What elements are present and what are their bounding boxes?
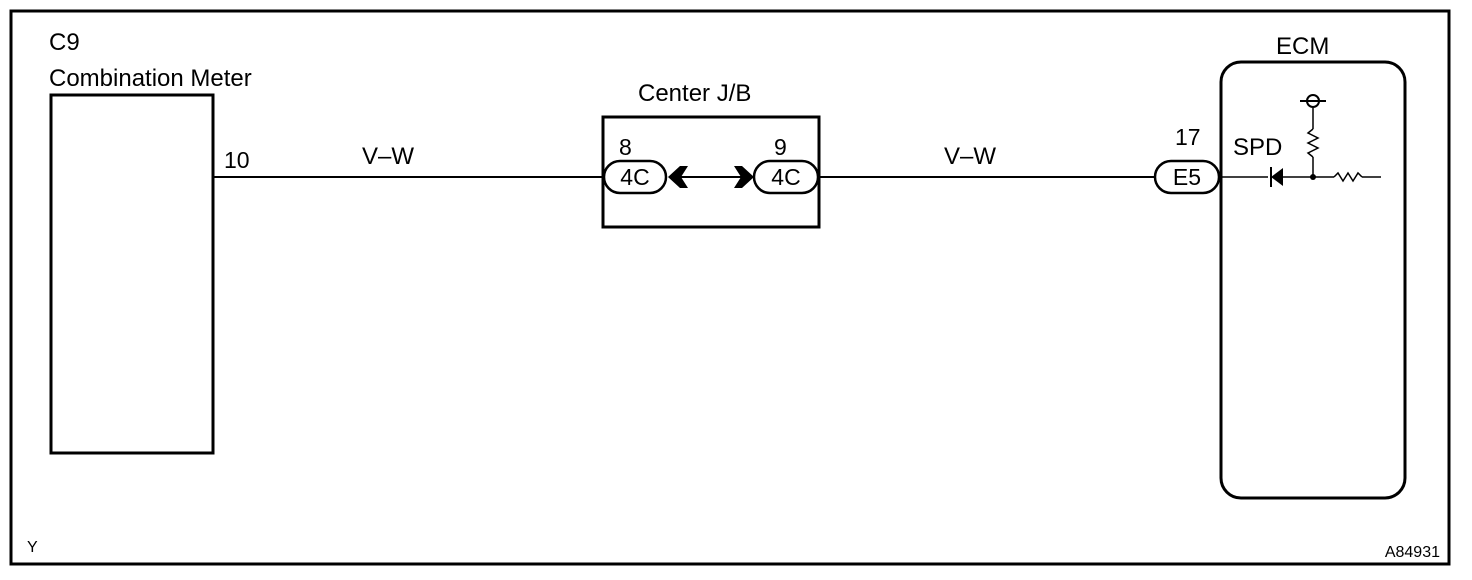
wire-left-color-label: V–W [362,143,414,170]
ecm-label: ECM [1276,33,1329,60]
junction-left-connector [602,159,668,195]
ecm-connector [1153,159,1221,195]
right-chevron-icon [734,166,754,188]
junction-block-box [601,115,821,229]
ecm-pin-label: 17 [1175,124,1201,150]
junction-left-connector-label: 4C [620,164,649,190]
diagram-frame [9,9,1451,566]
corner-label-left: Y [27,539,38,556]
pullup-resistor-icon [1306,128,1320,158]
junction-right-connector-label: 4C [771,164,800,190]
ecm-box [1219,60,1407,500]
meter-pin-label: 10 [224,147,250,173]
meter-name-label: Combination Meter [49,65,252,92]
junction-right-pin-label: 9 [774,134,787,160]
ecm-signal-label: SPD [1233,134,1282,161]
meter-code-label: C9 [49,29,80,56]
left-chevron-icon [668,166,688,188]
circuit-junction-dot [1310,174,1316,180]
junction-left-pin-label: 8 [619,134,632,160]
junction-block-label: Center J/B [638,80,751,107]
ecm-connector-label: E5 [1173,164,1201,190]
figure-code-label: A84931 [1385,544,1440,561]
combination-meter-box [49,93,215,455]
diode-icon [1271,168,1283,186]
wire-right-color-label: V–W [944,143,996,170]
series-resistor-icon [1333,171,1363,183]
ecm-internal-circuit [1221,94,1381,187]
